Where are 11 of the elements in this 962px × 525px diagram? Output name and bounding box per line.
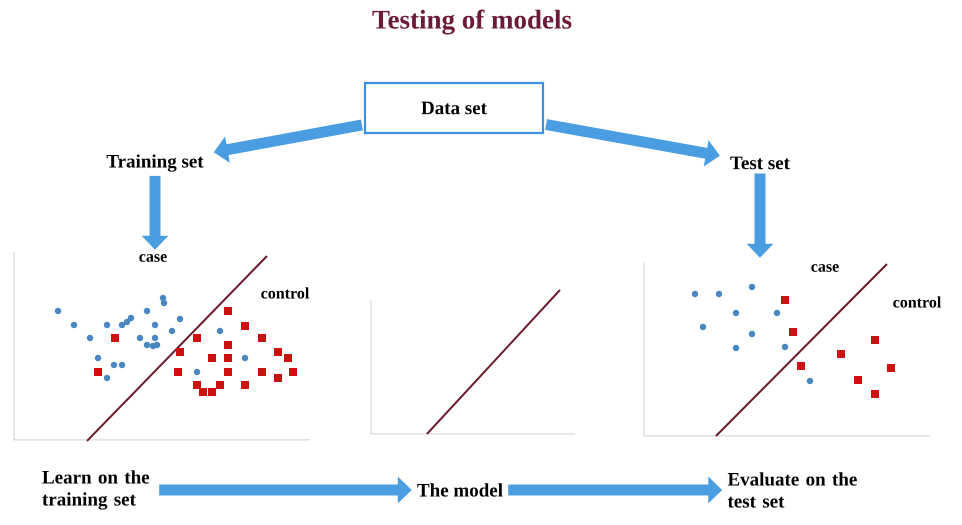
label-text: Training set bbox=[106, 154, 204, 172]
class-label: control bbox=[261, 287, 310, 299]
label-text: Evaluate on the test set bbox=[728, 472, 857, 508]
class-label: case bbox=[811, 264, 839, 272]
label-text: The model bbox=[417, 483, 503, 497]
class-label: control bbox=[893, 296, 942, 308]
title: Testing of models bbox=[372, 10, 572, 34]
label-text: Learn on the training set bbox=[42, 470, 150, 510]
label-text: Test set bbox=[730, 156, 790, 170]
class-label: case bbox=[139, 254, 167, 262]
data-box: Data set bbox=[364, 82, 544, 134]
